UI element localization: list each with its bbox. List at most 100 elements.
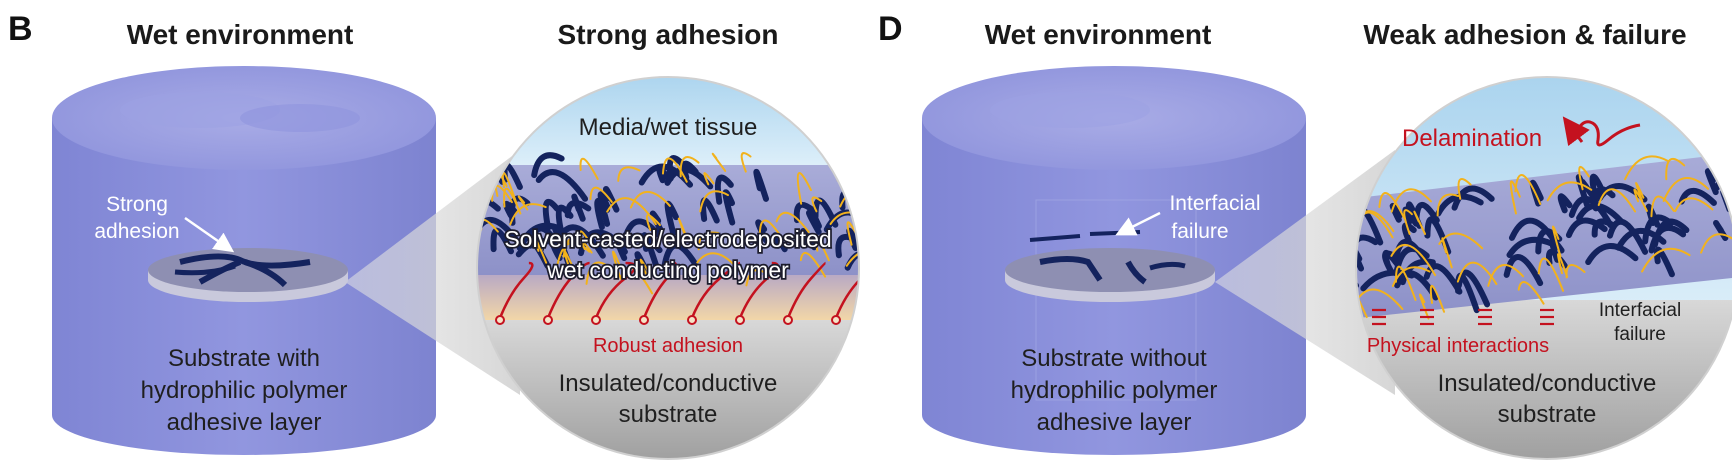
polymer-strand-dark [542, 198, 560, 231]
polymer-strand-dark [649, 210, 665, 235]
polymer-strand-yellow [1597, 188, 1637, 213]
polymer-strand-yellow [829, 211, 859, 225]
heading-weak-adhesion: Weak adhesion & failure [1363, 19, 1686, 50]
polymer-strand-yellow [711, 152, 727, 172]
polymer-strand-dark [1645, 203, 1661, 228]
polymer-strand-yellow [1537, 257, 1565, 292]
polymer-strand-dark [531, 152, 565, 179]
anchor-point [639, 315, 649, 325]
adhesive-chain [594, 261, 637, 319]
polymer-strand-dark [1565, 217, 1608, 239]
polymer-strand-yellow [661, 157, 688, 183]
polymer-strand-yellow [509, 203, 547, 226]
polymer-strand-yellow [1413, 210, 1427, 235]
polymer-strand-dark [1435, 193, 1484, 217]
polymer-strand-yellow [1546, 181, 1593, 202]
polymer-strand-yellow [579, 230, 592, 251]
cylinder-label-b-line2: hydrophilic polymer [141, 377, 348, 404]
polymer-strand-yellow [775, 211, 810, 234]
polymer-strand-dark [700, 197, 720, 224]
polymer-strand-dark [755, 219, 769, 244]
polymer-strand-yellow [1394, 265, 1417, 301]
polymer-strand-yellow [1700, 233, 1732, 254]
heading-wet-environment-d: Wet environment [985, 19, 1212, 50]
zoom-label-polymer-line2: wet conducting polymer [546, 257, 789, 283]
polymer-strand-yellow [629, 190, 671, 209]
cylinder-label-b-line3: adhesive layer [167, 409, 322, 436]
callout-arrow-d [1115, 211, 1161, 236]
polymer-strand-yellow [1650, 195, 1675, 218]
polymer-strand-yellow [1724, 176, 1732, 195]
delamination-arrow [1562, 116, 1590, 147]
polymer-strand-dark [1503, 254, 1544, 287]
cylinder-label-d-line3: adhesive layer [1037, 409, 1192, 436]
polymer-strand-dark [577, 229, 614, 257]
polymer-strand-dark [1615, 228, 1667, 251]
polymer-strand-yellow [1517, 281, 1545, 305]
polymer-strand-dark [1399, 258, 1436, 286]
polymer-strand-dark [1557, 193, 1573, 214]
polymer-strand-yellow [846, 221, 858, 246]
polymer-strand-dark [853, 203, 859, 228]
polymer-strand-yellow [1674, 197, 1714, 213]
polymer-strand-dark [1401, 222, 1417, 244]
zoom-cone-b [345, 150, 520, 395]
zoom-cone-d [1215, 150, 1395, 395]
polymer-strand-yellow [617, 166, 641, 182]
electrode-disk-b [148, 248, 348, 302]
polymer-strand-yellow [1419, 293, 1430, 320]
physical-interaction-marks [1372, 308, 1554, 326]
polymer-strand-yellow [677, 217, 689, 240]
polymer-strand-dark [1592, 186, 1616, 212]
polymer-strand-yellow [1641, 247, 1691, 273]
polymer-strand-yellow [703, 172, 715, 186]
polymer-strand-dark [771, 232, 788, 253]
adhesive-chain [834, 261, 859, 319]
adhesive-chain [642, 261, 678, 319]
polymer-strand-dark [535, 169, 589, 202]
polymer-strand-yellow [639, 258, 651, 275]
polymer-strand-yellow [1565, 264, 1586, 279]
heading-strong-adhesion: Strong adhesion [558, 19, 779, 50]
polymer-strand-yellow [1665, 157, 1686, 181]
polymer-strand-dark [1529, 179, 1544, 207]
zoom-label-robust-adhesion: Robust adhesion [593, 335, 743, 357]
polymer-strand-yellow [1429, 284, 1446, 313]
polymer-strand-yellow [1441, 237, 1453, 269]
polymer-strand-yellow [758, 219, 783, 239]
polymer-strand-dark [806, 209, 822, 235]
polymer-strand-yellow [1391, 266, 1431, 288]
polymer-strand-dark [1704, 168, 1719, 196]
polymer-strand-dark [1451, 185, 1495, 211]
polymer-strand-dark [1506, 236, 1555, 259]
polymer-strand-yellow [1403, 209, 1413, 235]
polymer-strand-yellow [556, 241, 591, 265]
cylinder-label-d-line2: hydrophilic polymer [1011, 377, 1218, 404]
polymer-strand-dark [661, 242, 699, 269]
adhesive-chain [690, 261, 741, 319]
polymer-strand-yellow [814, 237, 830, 262]
callout-strong-adhesion-line1: Strong [106, 193, 168, 216]
polymer-strand-yellow [1633, 188, 1648, 212]
callout-arrow-b [184, 216, 235, 253]
zoom-label-interfacial-failure-line1: Interfacial [1599, 300, 1681, 321]
polymer-strand-yellow [696, 252, 747, 280]
cylinder-label-b-line1: Substrate with [168, 345, 320, 372]
polymer-strand-yellow [740, 152, 752, 173]
zoom-label-physical-interactions: Physical interactions [1367, 335, 1549, 357]
polymer-strand-yellow [1578, 165, 1590, 191]
polymer-strands-b [477, 151, 859, 295]
polymer-strand-dark [1356, 234, 1379, 256]
polymer-strand-yellow [534, 238, 548, 264]
panel-letter-b: B [8, 10, 33, 48]
polymer-strand-yellow [811, 196, 823, 213]
zoom-label-substrate-b-line2: substrate [619, 401, 718, 428]
polymer-strand-yellow [645, 214, 661, 231]
polymer-strand-yellow [1635, 182, 1645, 202]
polymer-strand-dark [714, 174, 734, 205]
polymer-strand-dark [800, 228, 818, 251]
polymer-strand-dark [1585, 243, 1639, 266]
polymer-strand-yellow [1514, 174, 1542, 205]
anchor-point [735, 315, 745, 325]
